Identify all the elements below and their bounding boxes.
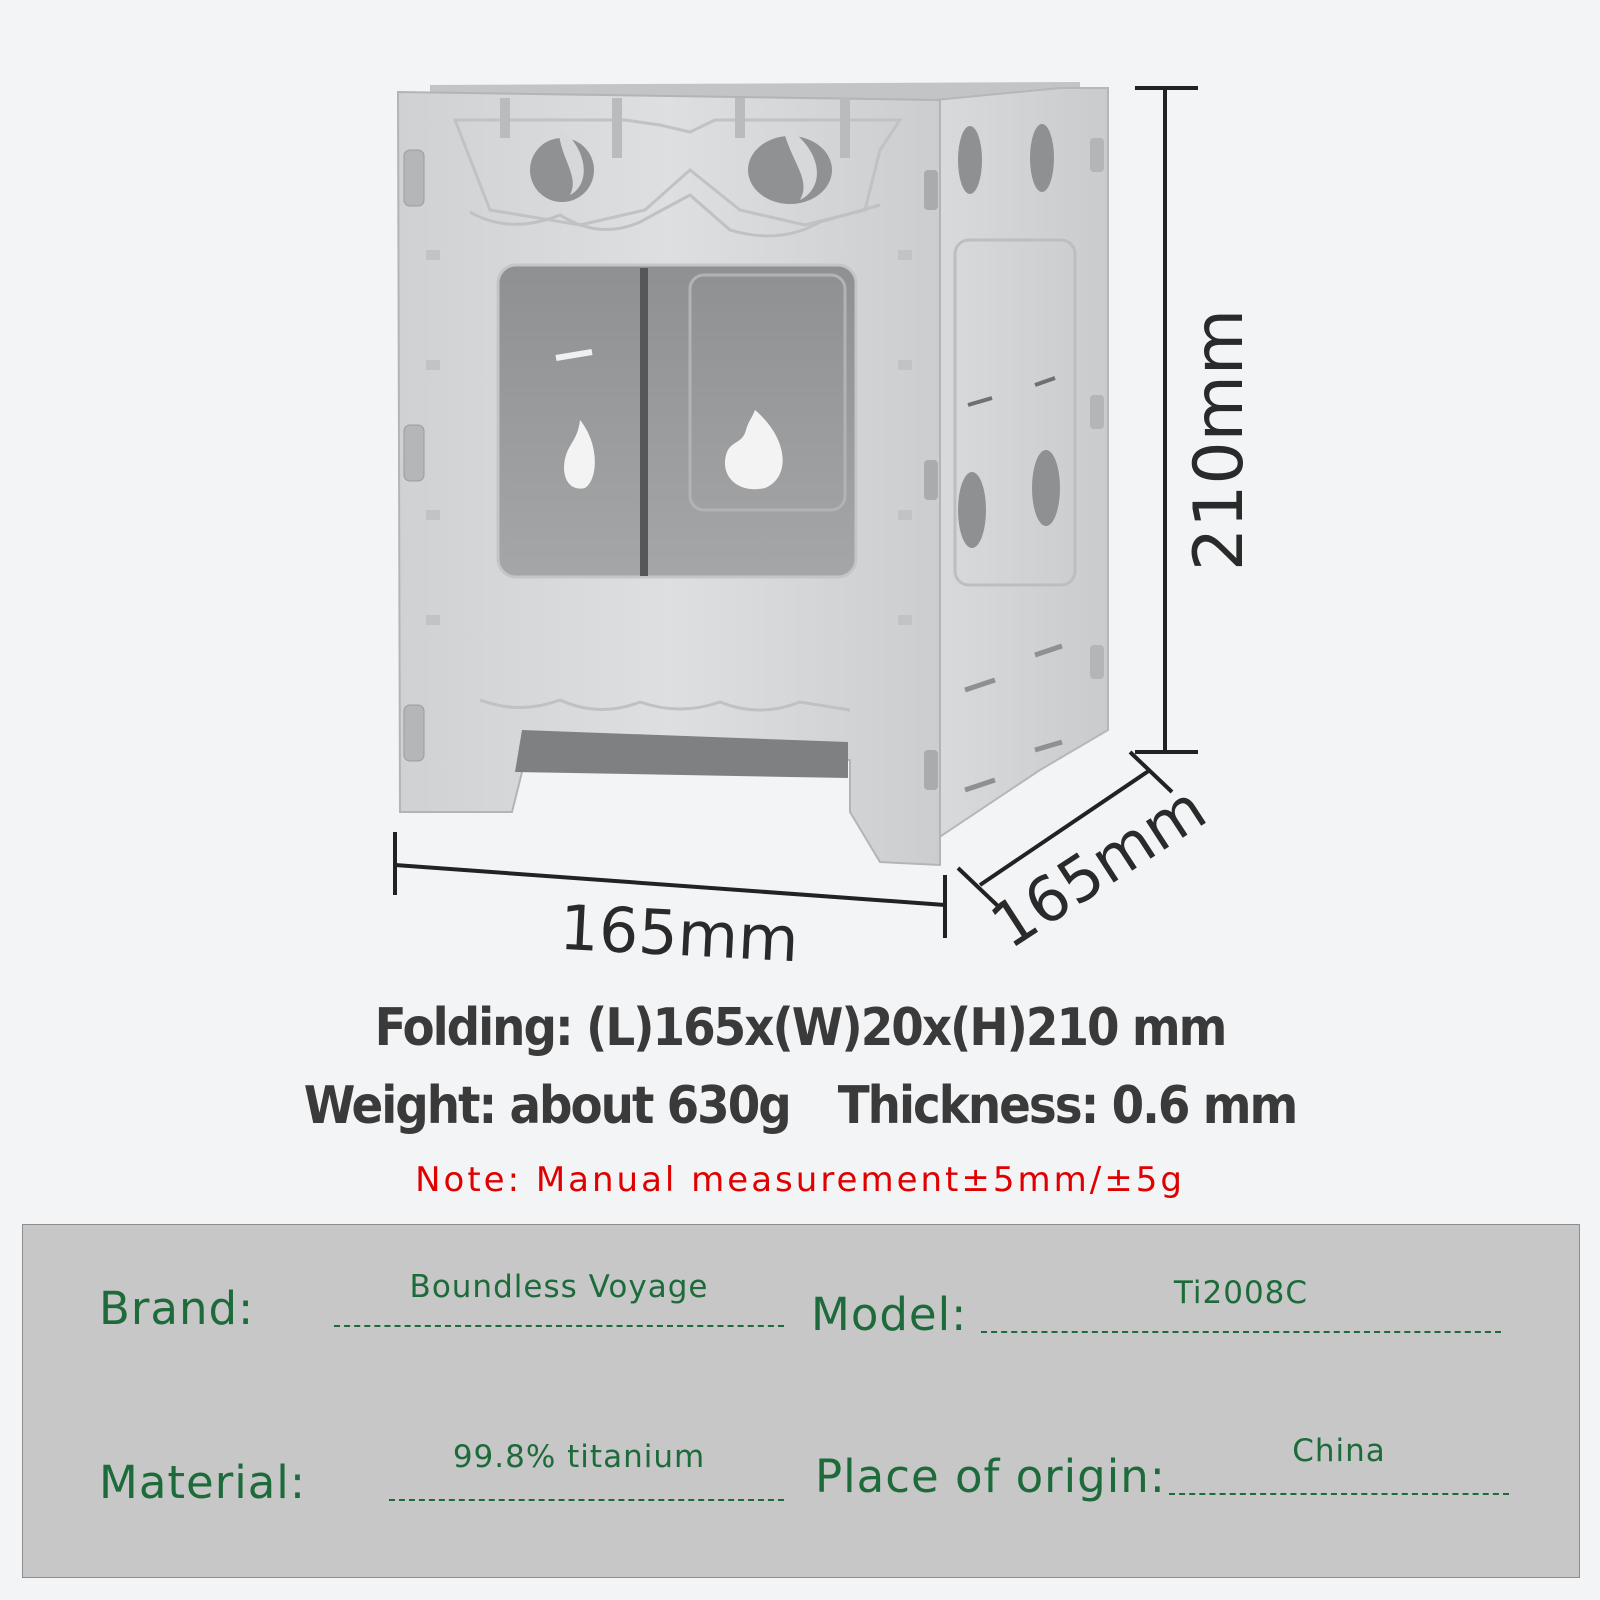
side-hole — [958, 472, 986, 548]
material-field: Material: 99.8% titanium — [99, 1439, 789, 1509]
folding-spec: Folding: (L)165x(W)20x(H)210 mm — [374, 998, 1228, 1058]
flame-icon — [724, 410, 783, 490]
flame-icon — [564, 420, 595, 489]
height-dimension: 210mm — [1135, 86, 1259, 754]
weight-thickness-row: Weight: about 630g Thickness: 0.6 mm — [0, 1076, 1600, 1136]
model-value: Ti2008C — [1173, 1275, 1309, 1311]
depth-label: 165mm — [978, 771, 1218, 962]
stove-side-panel — [934, 87, 1109, 842]
material-label: Material: — [99, 1456, 306, 1509]
side-hole — [958, 126, 982, 194]
brand-field: Brand: Boundless Voyage — [99, 1265, 789, 1335]
side-hole — [1032, 450, 1060, 526]
info-panel: Brand: Boundless Voyage Model: Ti2008C M… — [22, 1224, 1580, 1578]
model-label: Model: — [811, 1288, 968, 1341]
brand-label: Brand: — [99, 1282, 255, 1335]
stove-image: 210mm 165mm 165mm — [393, 82, 1259, 976]
length-dimension: 165mm — [393, 832, 947, 976]
side-hole — [1030, 124, 1054, 192]
weight-spec: Weight: about 630g — [303, 1076, 792, 1136]
model-underline — [981, 1331, 1501, 1333]
side-panel-frame — [953, 238, 1077, 587]
model-field: Model: Ti2008C — [811, 1271, 1551, 1341]
origin-underline — [1169, 1493, 1509, 1495]
material-value: 99.8% titanium — [452, 1439, 706, 1475]
brand-underline — [334, 1325, 784, 1327]
stove-bottom-vent — [515, 730, 848, 778]
flame-icon — [748, 124, 832, 204]
height-label: 210mm — [1180, 309, 1259, 571]
flame-icon — [530, 126, 594, 202]
origin-value: China — [1292, 1433, 1386, 1469]
measurement-note: Note: Manual measurement±5mm/±5g — [415, 1160, 1185, 1200]
length-label: 165mm — [558, 891, 801, 976]
material-underline — [389, 1499, 784, 1501]
origin-field: Place of origin: China — [815, 1433, 1555, 1503]
thickness-spec: Thickness: 0.6 mm — [837, 1076, 1298, 1136]
stove-window — [496, 263, 858, 579]
origin-label: Place of origin: — [815, 1450, 1166, 1503]
brand-value: Boundless Voyage — [409, 1269, 709, 1305]
